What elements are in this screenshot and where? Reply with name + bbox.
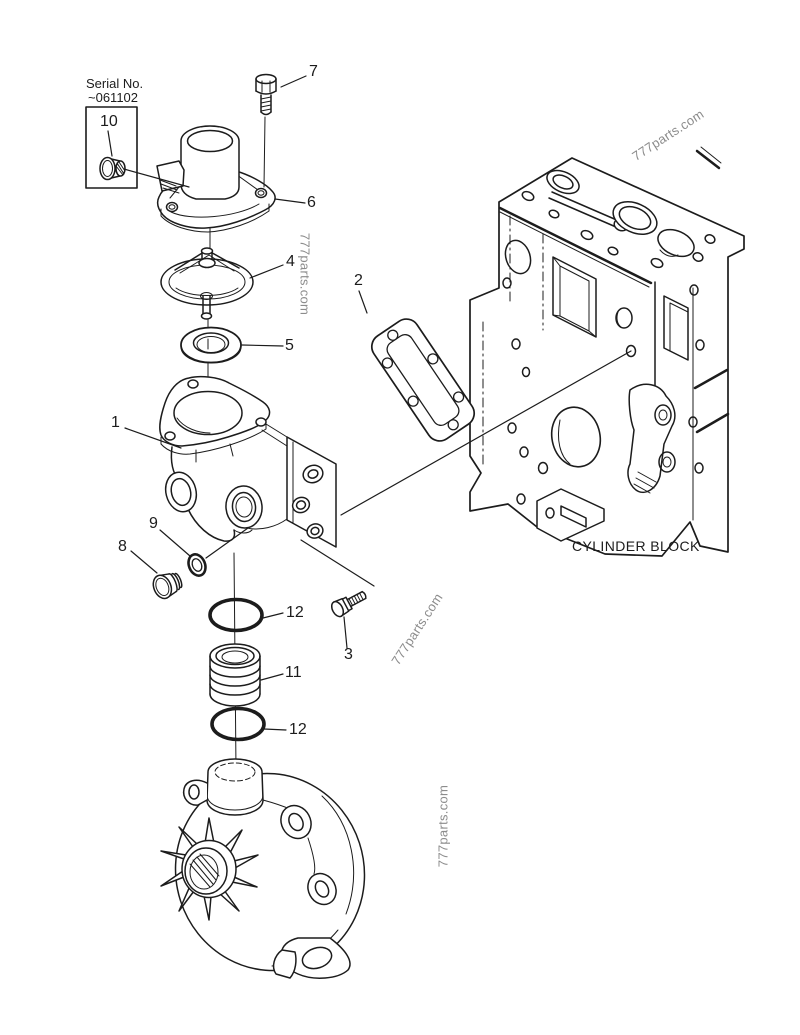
washer — [187, 553, 207, 577]
serial-box-and-plug — [85, 106, 138, 189]
thermostat-cover — [156, 125, 276, 233]
serial-note-line1: Serial No. — [86, 76, 144, 91]
callout-3: 3 — [344, 646, 353, 663]
mount-bolt — [330, 590, 367, 618]
callout-10: 10 — [100, 113, 118, 130]
callout-7: 7 — [309, 63, 318, 80]
callout-1: 1 — [111, 414, 120, 431]
leader-lines — [107, 75, 632, 731]
callout-6: 6 — [307, 194, 316, 211]
o-ring-upper — [208, 597, 264, 633]
callout-12-upper: 12 — [286, 604, 304, 621]
callout-2: 2 — [354, 272, 363, 289]
flange-bolt — [255, 73, 277, 116]
drain-plug — [152, 572, 183, 600]
cylinder-block-label: CYLINDER BLOCK — [572, 538, 700, 554]
thermostat-housing — [159, 375, 337, 548]
callout-12-lower: 12 — [289, 721, 307, 738]
cylinder-block — [469, 146, 745, 557]
o-ring-lower — [210, 706, 266, 742]
callout-5: 5 — [285, 337, 294, 354]
thermostat — [160, 247, 254, 320]
callout-8: 8 — [118, 538, 127, 555]
callout-9: 9 — [149, 515, 158, 532]
watermark-mid-left: 777parts.com — [297, 232, 313, 316]
water-pump — [160, 758, 366, 979]
callout-4: 4 — [286, 253, 295, 270]
serial-note-line2: ~061102 — [88, 90, 139, 105]
watermark-bottom: 777parts.com — [435, 784, 451, 868]
callout-11: 11 — [285, 664, 302, 681]
seal-ring — [180, 326, 242, 364]
gasket — [370, 318, 476, 442]
connector-sleeve — [209, 643, 261, 707]
